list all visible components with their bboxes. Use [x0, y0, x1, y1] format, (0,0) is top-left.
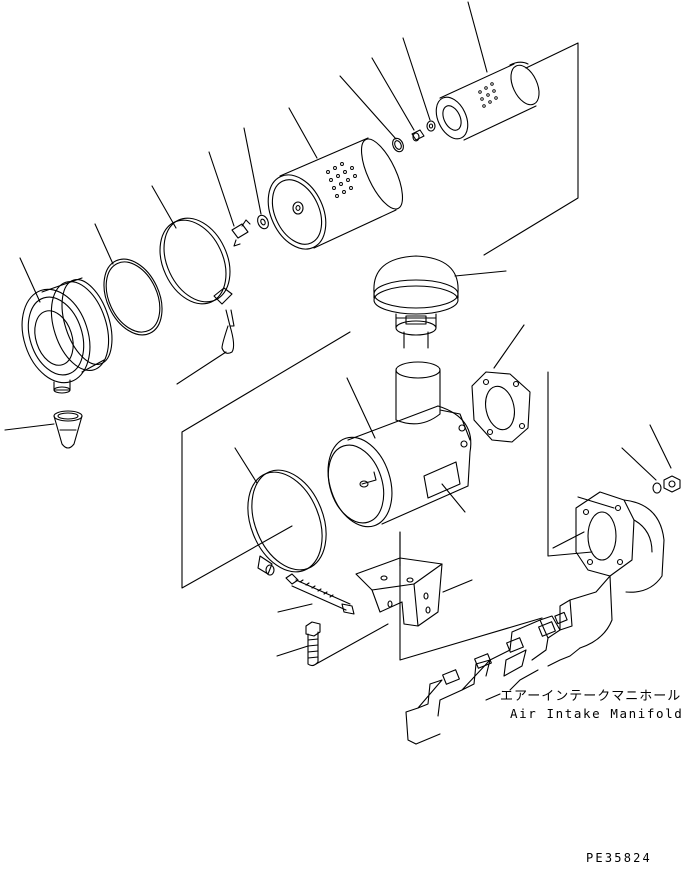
figure-code: PE35824: [586, 851, 652, 865]
mounting-bracket: [355, 557, 443, 627]
wing-nut: [231, 214, 269, 247]
air-intake-manifold: [405, 491, 665, 745]
hex-bolt: [305, 621, 321, 667]
gasket: [471, 371, 531, 443]
long-bolt: [285, 573, 355, 615]
primary-element: [267, 137, 404, 250]
safety-element: [435, 61, 540, 141]
air-cleaner-body: [327, 361, 472, 528]
band-clamp-upper: [159, 217, 235, 354]
nut-and-washer: [392, 120, 436, 153]
o-ring: [103, 258, 163, 336]
manifold-label-jp: エアーインテークマニホールド: [500, 689, 685, 704]
rain-cap: [373, 255, 459, 349]
band-clamp-lower: [247, 469, 327, 576]
manifold-label-en: Air Intake Manifold: [510, 706, 683, 721]
dust-valve: [53, 410, 83, 449]
right-nut: [652, 475, 681, 494]
housing-cover: [21, 277, 113, 394]
leader-lines: [4, 1, 672, 665]
